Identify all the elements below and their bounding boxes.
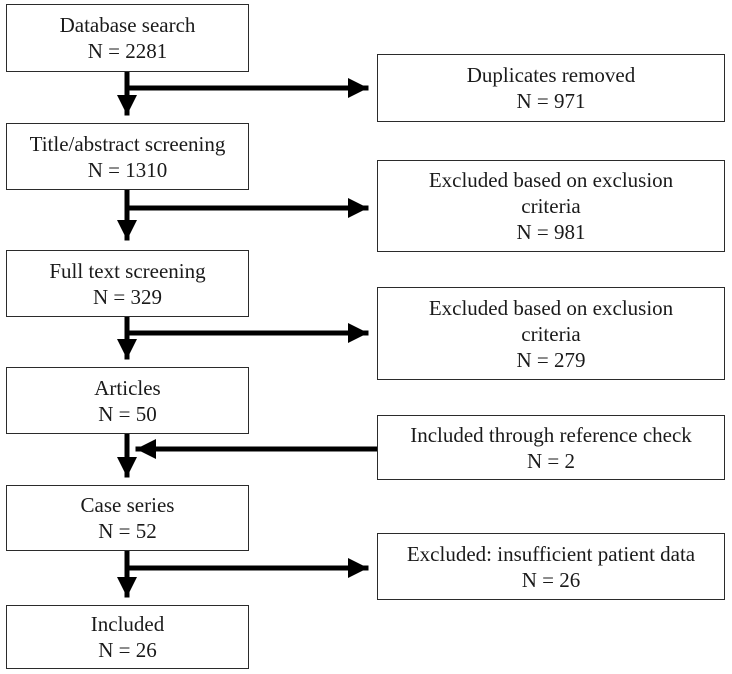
box-label-cont: criteria <box>521 321 581 346</box>
box-reference-check: Included through reference check N = 2 <box>377 415 725 480</box>
box-label: Articles <box>94 375 161 400</box>
box-count: N = 26 <box>521 567 581 592</box>
box-label: Duplicates removed <box>466 63 636 87</box>
box-label: Excluded based on exclusion <box>428 295 674 320</box>
box-duplicates-removed: Duplicates removed N = 971 <box>377 54 725 122</box>
box-count: N = 329 <box>92 284 162 309</box>
box-count: N = 52 <box>98 519 157 543</box>
box-count: N = 26 <box>98 638 157 662</box>
box-excluded-criteria-1: Excluded based on exclusion criteria N =… <box>377 160 725 252</box>
box-full-text-screening: Full text screening N = 329 <box>6 250 249 317</box>
box-articles: Articles N = 50 <box>6 367 249 434</box>
box-count: N = 971 <box>516 89 586 113</box>
box-label: Included through reference check <box>410 422 692 447</box>
box-label: Full text screening <box>49 258 206 283</box>
box-count: N = 2281 <box>87 39 168 63</box>
box-title-abstract-screening: Title/abstract screening N = 1310 <box>6 123 249 190</box>
box-database-search: Database search N = 2281 <box>6 4 249 72</box>
box-count: N = 279 <box>516 347 586 372</box>
box-count: N = 2 <box>526 448 575 473</box>
box-label-cont: criteria <box>521 194 581 218</box>
box-excluded-insufficient-data: Excluded: insufficient patient data N = … <box>377 533 725 600</box>
box-label: Case series <box>80 493 175 517</box>
box-count: N = 981 <box>516 220 586 244</box>
box-case-series: Case series N = 52 <box>6 485 249 551</box>
box-count: N = 50 <box>98 401 157 426</box>
box-label: Excluded based on exclusion <box>428 168 674 192</box>
box-label: Title/abstract screening <box>29 131 226 156</box>
box-label: Included <box>90 612 165 636</box>
box-label: Database search <box>59 13 196 37</box>
box-included: Included N = 26 <box>6 605 249 669</box>
box-count: N = 1310 <box>87 157 168 182</box>
box-excluded-criteria-2: Excluded based on exclusion criteria N =… <box>377 287 725 380</box>
box-label: Excluded: insufficient patient data <box>406 541 696 566</box>
